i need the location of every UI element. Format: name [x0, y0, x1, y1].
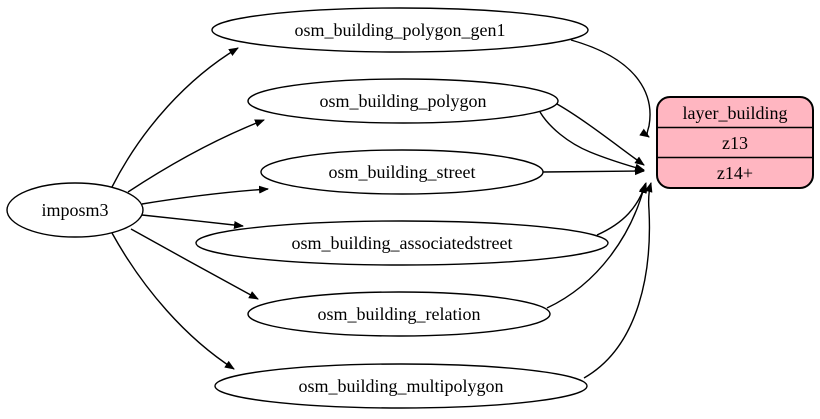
node-osm-building-associatedstreet: osm_building_associatedstreet — [195, 220, 609, 266]
table-ellipse — [211, 7, 589, 53]
table-label: osm_building_street — [329, 162, 476, 182]
edge-imposm3-to-osm-building-multipolygon — [111, 232, 235, 370]
table-ellipse — [247, 78, 559, 124]
layer-building-row-z13: z13 — [722, 133, 748, 153]
table-ellipse — [195, 220, 609, 266]
table-label: osm_building_polygon_gen1 — [295, 20, 506, 40]
edge-osm-building-associatedstreet-to-z14 — [596, 182, 647, 236]
edge-osm-building-street-to-z14 — [542, 167, 645, 176]
edges-from-imposm3 — [111, 47, 269, 370]
node-osm-building-street: osm_building_street — [260, 149, 544, 195]
edge-imposm3-to-osm-building-polygon-gen1 — [111, 47, 239, 188]
table-label: osm_building_relation — [318, 304, 481, 324]
edge-osm-building-polygon-to-z14-b — [539, 111, 645, 172]
edge-osm-building-multipolygon-to-z14 — [583, 182, 653, 379]
node-osm-building-polygon-gen1: osm_building_polygon_gen1 — [211, 7, 589, 53]
node-osm-building-relation: osm_building_relation — [247, 291, 551, 337]
layer-building-row-z14: z14+ — [717, 163, 753, 183]
imposm3-label: imposm3 — [41, 200, 108, 220]
table-ellipse — [214, 363, 588, 409]
node-layer-building: layer_building z13 z14+ — [656, 96, 814, 189]
edge-imposm3-to-osm-building-street — [141, 185, 269, 205]
table-label: osm_building_polygon — [319, 91, 486, 111]
layer-building-title: layer_building — [683, 103, 788, 123]
table-label: osm_building_multipolygon — [298, 376, 503, 396]
table-ellipse — [247, 291, 551, 337]
edge-imposm3-to-osm-building-associatedstreet — [141, 214, 244, 229]
edge-imposm3-to-osm-building-relation — [130, 228, 259, 300]
layer-building-box — [656, 96, 814, 189]
table-label: osm_building_associatedstreet — [292, 233, 513, 253]
table-ellipse — [260, 149, 544, 195]
node-osm-building-multipolygon: osm_building_multipolygon — [214, 363, 588, 409]
edge-osm-building-polygon-to-z14-a — [556, 103, 645, 166]
node-osm-building-polygon: osm_building_polygon — [247, 78, 559, 124]
edge-osm-building-polygon-gen1-to-z13 — [570, 39, 651, 138]
imposm3-ellipse — [6, 182, 144, 238]
edge-imposm3-to-osm-building-polygon — [127, 119, 265, 193]
edges-to-layer-building — [539, 39, 653, 379]
node-imposm3: imposm3 — [6, 182, 144, 238]
edge-osm-building-relation-to-z14 — [546, 183, 647, 309]
